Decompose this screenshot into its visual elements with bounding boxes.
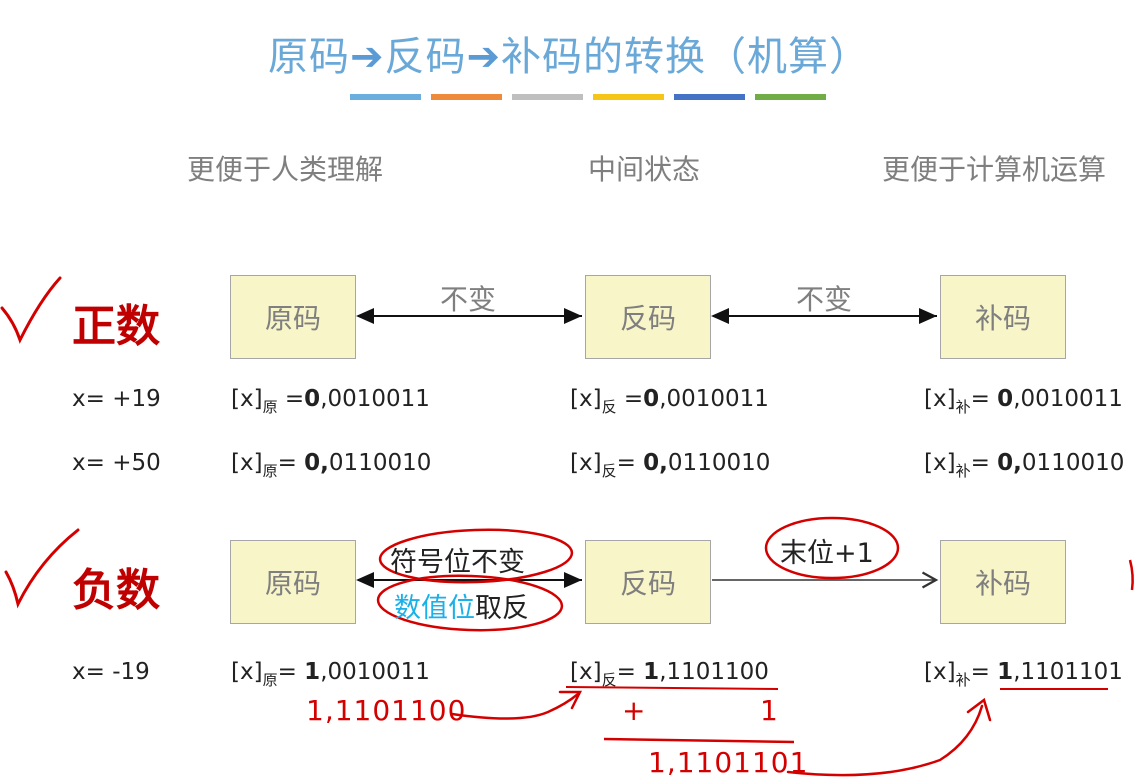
annotation-sign-bit: 符号位不变 [390, 547, 525, 578]
title-part-twos-complement: 补码的转换（机算） [501, 34, 871, 80]
color-bar [512, 94, 583, 100]
color-bar [431, 94, 502, 100]
title-part-ones-complement: 反码 [384, 34, 467, 80]
checkmark-negative-icon [4, 528, 80, 609]
header-human-readable: 更便于人类理解 [187, 153, 384, 186]
x-value-pos-50: x= +50 [72, 450, 161, 476]
value-bits-circle [376, 574, 564, 632]
color-bar [350, 94, 421, 100]
page-title: 原码➔反码➔补码的转换（机算） [0, 24, 1138, 82]
title-arrow-1: ➔ [349, 34, 385, 80]
handwritten-arrowhead-comp [966, 697, 992, 722]
addition-line [603, 737, 795, 744]
orig-code-pos-19: [x]原 =0,0010011 [231, 386, 430, 416]
color-bar [593, 94, 664, 100]
inv-code-pos-50: [x]反= 0,0110010 [570, 450, 771, 480]
handwritten-arrow-to-comp [786, 704, 984, 777]
comp-code-pos-50: [x]补= 0,0110010 [924, 450, 1125, 480]
comp-code-pos-19: [x]补= 0,0010011 [924, 386, 1123, 416]
handwritten-arrow-to-inv [450, 692, 580, 720]
color-bar [755, 94, 826, 100]
arrow-label-unchanged-2: 不变 [796, 283, 853, 316]
section-negative-label: 负数 [72, 565, 160, 616]
checkmark-positive-icon [0, 276, 62, 344]
annotation-last-bit-plus-one: 末位+1 [780, 538, 874, 569]
handwritten-plus-sign: + [622, 694, 646, 727]
sign-bit-circle [378, 528, 574, 584]
handwritten-one: 1 [760, 694, 778, 727]
title-part-original: 原码 [267, 34, 350, 80]
handwritten-copy-of-ones-complement: 1,1101100 [306, 694, 467, 727]
x-value-pos-19: x= +19 [72, 386, 161, 412]
decorative-color-bars [350, 94, 826, 100]
box-pos-twos-complement: 补码 [940, 275, 1066, 359]
color-bar [674, 94, 745, 100]
section-positive-label: 正数 [72, 301, 160, 352]
box-pos-original: 原码 [230, 275, 356, 359]
handwritten-sum-result: 1,1101101 [648, 746, 809, 779]
last-bit-circle [764, 516, 900, 580]
x-value-neg-19: x= -19 [72, 659, 150, 685]
orig-code-neg-19: [x]原= 1,0010011 [231, 659, 430, 689]
box-neg-ones-complement: 反码 [585, 540, 711, 624]
handwritten-bracket-right [1128, 559, 1134, 591]
inv-code-neg-19: [x]反= 1,1101100 [570, 659, 769, 689]
inv-code-pos-19: [x]反 =0,0010011 [570, 386, 769, 416]
handwritten-arrowhead-inv [558, 690, 583, 710]
box-neg-original: 原码 [230, 540, 356, 624]
header-intermediate: 中间状态 [588, 153, 701, 186]
annotation-value-bits-b: 取反 [475, 593, 529, 624]
header-machine-friendly: 更便于计算机运算 [882, 153, 1107, 186]
orig-code-pos-50: [x]原= 0,0110010 [231, 450, 432, 480]
title-arrow-2: ➔ [466, 34, 502, 80]
box-pos-ones-complement: 反码 [585, 275, 711, 359]
box-neg-twos-complement: 补码 [940, 540, 1066, 624]
comp-code-neg-19: [x]补= 1,1101101 [924, 659, 1123, 689]
annotation-value-bits: 数值位取反 [394, 586, 529, 625]
annotation-value-bits-a: 数值位 [394, 593, 475, 624]
arrow-label-unchanged-1: 不变 [440, 283, 497, 316]
inv-underline [565, 686, 779, 690]
